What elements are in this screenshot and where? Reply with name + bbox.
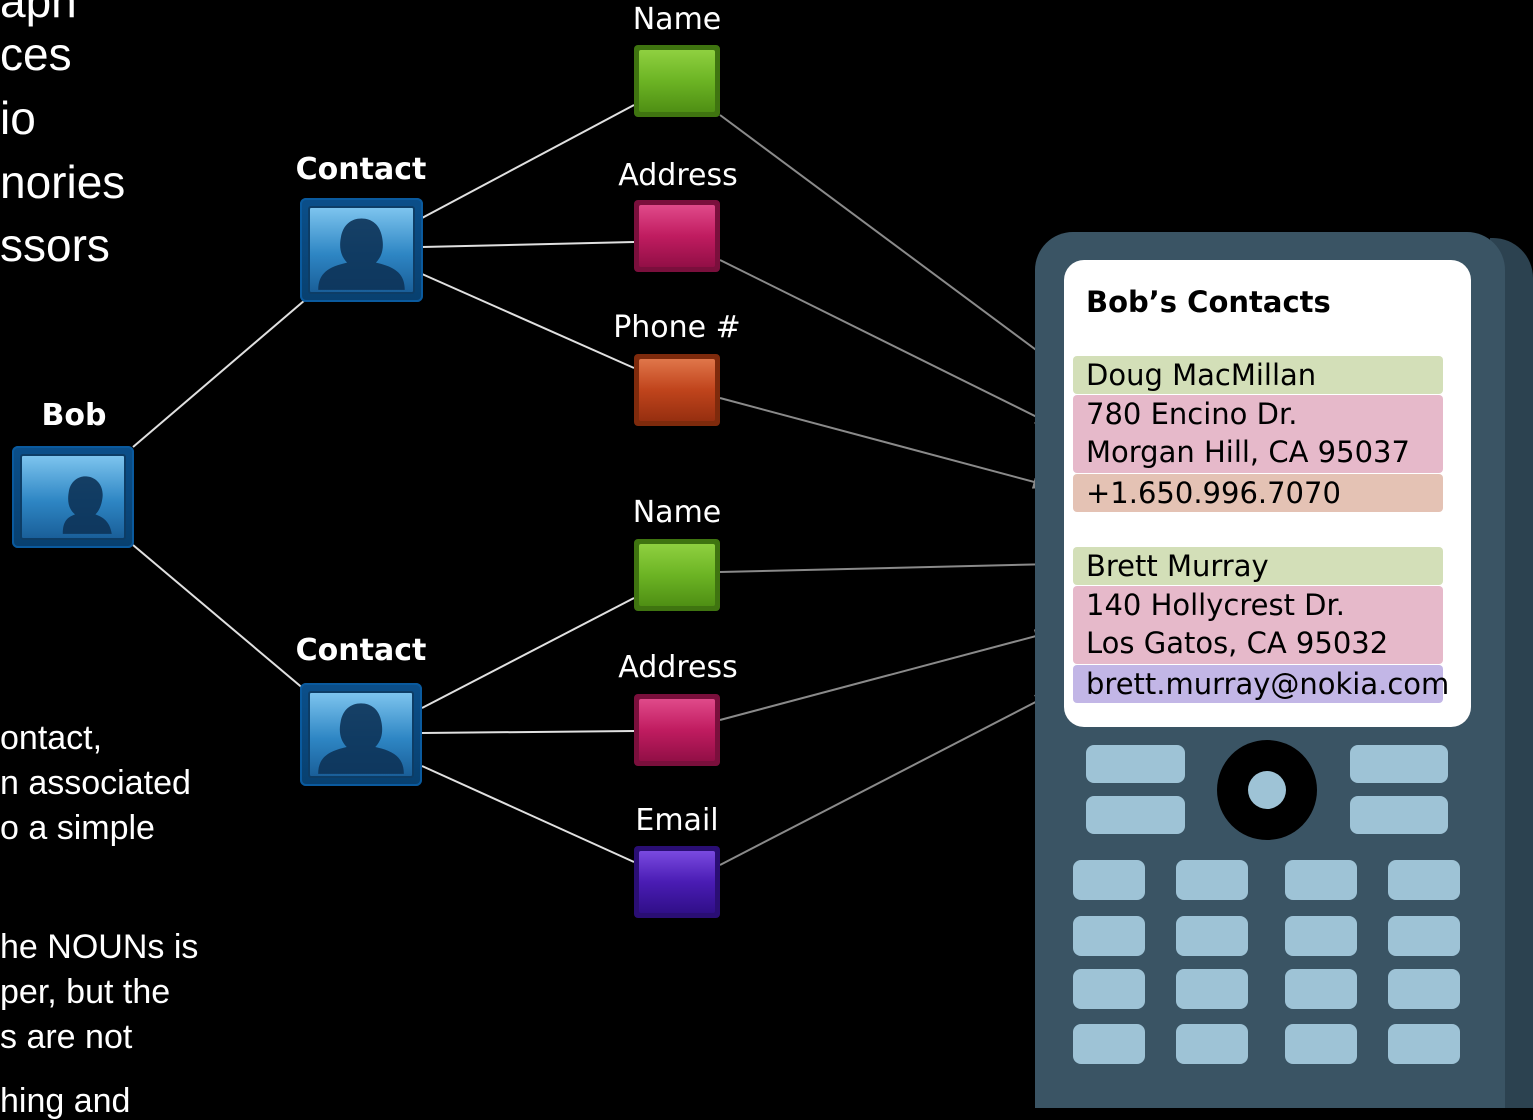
name-top-field-icon bbox=[634, 45, 720, 117]
keypad-key bbox=[1176, 860, 1248, 900]
address-top-field-icon bbox=[634, 200, 720, 272]
soft-key-right-bottom bbox=[1350, 796, 1448, 834]
edge-contact-top-phone bbox=[421, 273, 635, 369]
keypad-key bbox=[1388, 860, 1460, 900]
keypad-key bbox=[1073, 860, 1145, 900]
arrow-name-bottom bbox=[719, 557, 1057, 573]
slide-text-line-5: ssors bbox=[0, 219, 110, 271]
caption-1-line-3: o a simple bbox=[0, 809, 155, 847]
keypad-key bbox=[1285, 860, 1357, 900]
soft-key-right-top bbox=[1350, 745, 1448, 783]
keypad-key bbox=[1388, 916, 1460, 956]
arrow-address-top bbox=[719, 259, 1057, 427]
edge-bob-contact-top bbox=[132, 299, 306, 448]
slide-text-line-4: nories bbox=[0, 156, 126, 208]
contact2-address-row: 140 Hollycrest Dr. Los Gatos, CA 95032 bbox=[1073, 586, 1443, 664]
edge-contact-bottom-name bbox=[421, 597, 635, 709]
caption-2-line-2: per, but the bbox=[0, 973, 171, 1011]
address-top-label: Address bbox=[618, 158, 738, 193]
arrow-phone-top bbox=[719, 397, 1055, 489]
contact2-address-line1: 140 Hollycrest Dr. bbox=[1086, 588, 1345, 622]
slide-text-line-2: ces bbox=[0, 28, 72, 80]
name-top-label: Name bbox=[632, 2, 722, 37]
contact-top-person-icon bbox=[300, 198, 423, 302]
keypad-key bbox=[1388, 969, 1460, 1009]
contact-bottom-label: Contact bbox=[295, 633, 427, 668]
edge-bob-contact-bottom bbox=[132, 544, 306, 691]
address-bottom-label: Address bbox=[618, 650, 738, 685]
email-bottom-field-icon bbox=[634, 846, 720, 918]
bob-person-icon bbox=[12, 446, 134, 548]
keypad-key bbox=[1176, 1024, 1248, 1064]
arrow-address-bottom bbox=[719, 629, 1057, 721]
name-bottom-label: Name bbox=[632, 495, 722, 530]
contact2-address-line2: Los Gatos, CA 95032 bbox=[1086, 626, 1389, 660]
navigation-joystick-icon bbox=[1217, 740, 1317, 840]
soft-key-left-bottom bbox=[1086, 796, 1185, 834]
contact2-name-row: Brett Murray bbox=[1073, 547, 1443, 585]
edge-contact-top-name bbox=[421, 104, 635, 219]
slide-text-line-3: io bbox=[0, 92, 36, 144]
contact-top-label: Contact bbox=[295, 152, 427, 187]
phone-screen-title: Bob’s Contacts bbox=[1086, 285, 1331, 319]
contact2-email-row: brett.murray@nokia.com bbox=[1073, 665, 1449, 703]
keypad-key bbox=[1285, 969, 1357, 1009]
edge-contact-bottom-address bbox=[421, 730, 635, 734]
keypad-key bbox=[1073, 1024, 1145, 1064]
bob-label: Bob bbox=[41, 398, 107, 433]
keypad-key bbox=[1388, 1024, 1460, 1064]
contact-bottom-person-icon bbox=[300, 683, 422, 786]
name-bottom-field-icon bbox=[634, 539, 720, 611]
caption-1-line-2: n associated bbox=[0, 764, 191, 802]
address-bottom-field-icon bbox=[634, 694, 720, 766]
keypad-key bbox=[1176, 916, 1248, 956]
contact1-address-row: 780 Encino Dr. Morgan Hill, CA 95037 bbox=[1073, 395, 1443, 473]
soft-key-left-top bbox=[1086, 745, 1185, 783]
keypad-key bbox=[1073, 969, 1145, 1009]
slide-text-line-1: aph bbox=[0, 0, 77, 27]
keypad-key bbox=[1073, 916, 1145, 956]
phone-top-label: Phone # bbox=[613, 310, 741, 345]
contact1-name-row: Doug MacMillan bbox=[1073, 356, 1443, 394]
keypad-key bbox=[1285, 1024, 1357, 1064]
caption-2-line-3: s are not bbox=[0, 1018, 133, 1056]
caption-1-line-1: ontact, bbox=[0, 719, 103, 757]
keypad-key bbox=[1285, 916, 1357, 956]
keypad-key bbox=[1176, 969, 1248, 1009]
arrow-name-top bbox=[719, 114, 1057, 366]
email-bottom-label: Email bbox=[635, 803, 719, 838]
contact1-address-line2: Morgan Hill, CA 95037 bbox=[1086, 435, 1410, 469]
edge-contact-top-address bbox=[421, 241, 635, 248]
contact1-phone-row: +1.650.996.7070 bbox=[1073, 474, 1443, 512]
caption-2-line-1: he NOUNs is bbox=[0, 928, 199, 966]
edge-contact-bottom-email bbox=[421, 765, 635, 863]
phone-top-field-icon bbox=[634, 354, 720, 426]
arrow-email-bottom bbox=[719, 691, 1057, 866]
contact1-address-line1: 780 Encino Dr. bbox=[1086, 397, 1298, 431]
